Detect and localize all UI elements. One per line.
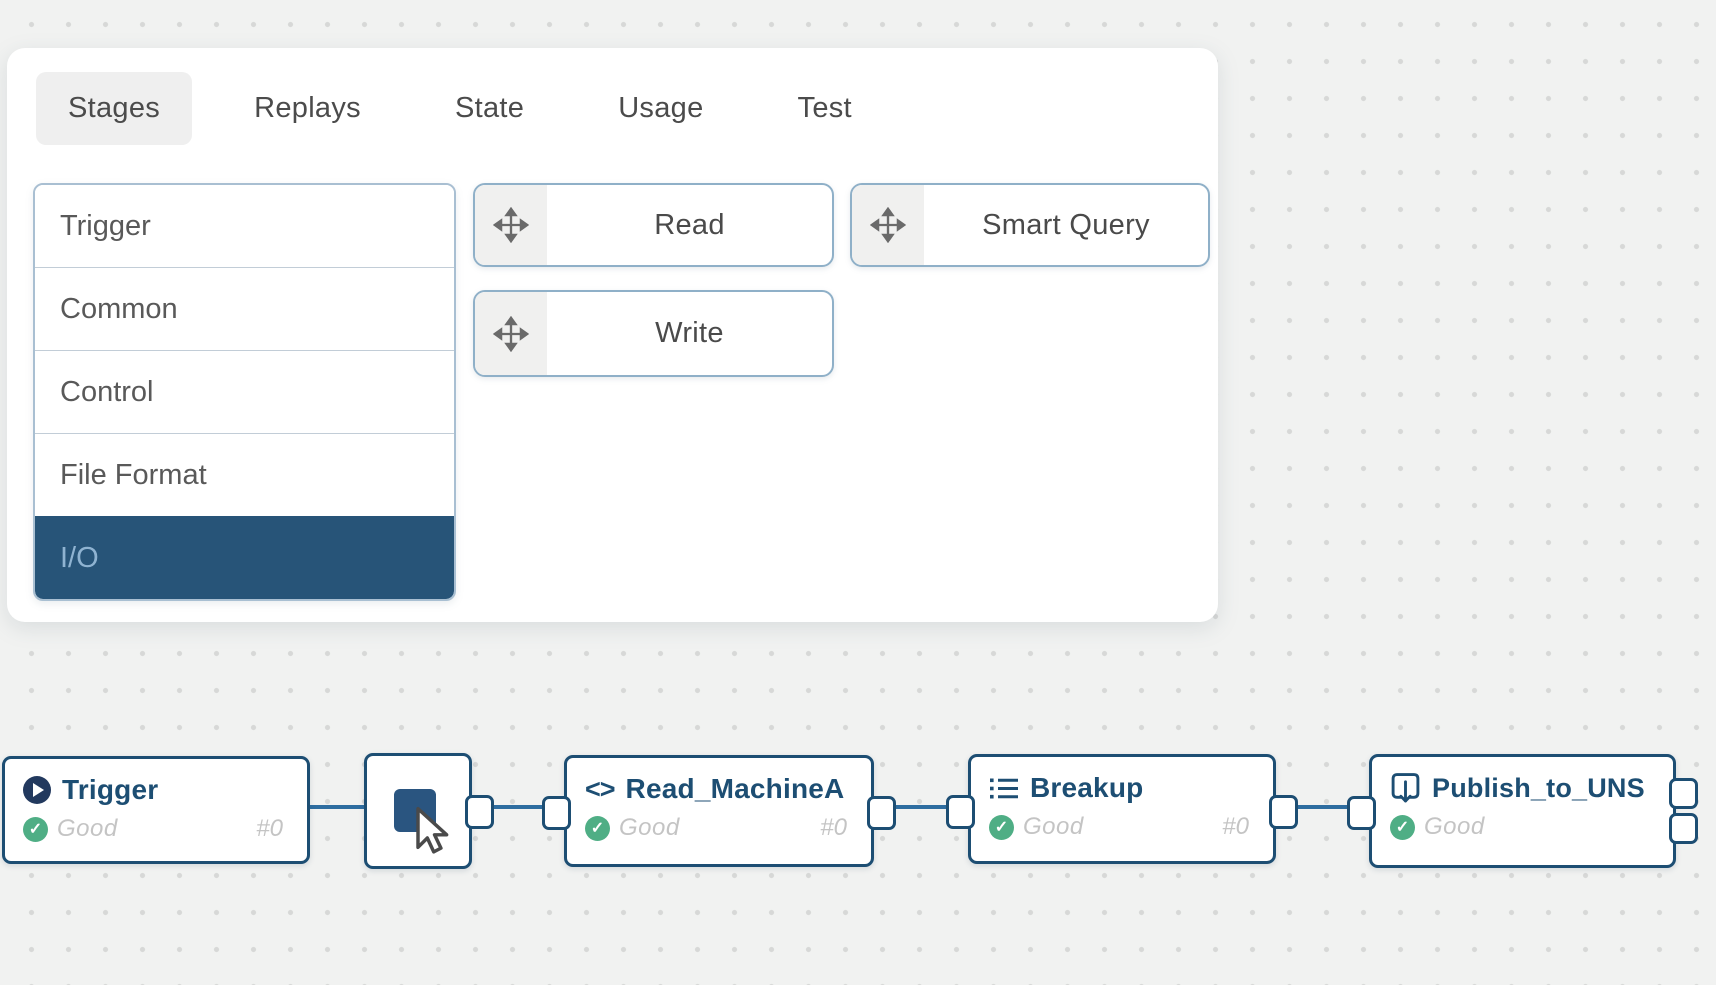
play-icon [23,776,51,804]
output-port[interactable] [1269,795,1298,829]
node-status: Good [57,815,118,842]
input-port[interactable] [542,796,571,830]
node-title: Read_MachineA [625,773,845,804]
status-good-icon: ✓ [23,816,48,842]
stage-label: Write [655,317,724,349]
category-file-format[interactable]: File Format [35,433,454,516]
node-read-machinea[interactable]: <> Read_MachineA ✓ Good #0 [542,755,896,867]
node-count: #0 [1222,813,1249,840]
drag-handle[interactable] [852,185,924,265]
cursor-icon [416,806,449,854]
node-breakup[interactable]: Breakup ✓ Good #0 [946,754,1298,864]
tab-state[interactable]: State [454,92,525,124]
node-publish-to-uns[interactable]: Publish_to_UNS ✓ Good [1347,754,1698,868]
stage-smart-query[interactable]: Smart Query [850,183,1210,267]
category-control[interactable]: Control [35,350,454,433]
stage-label: Smart Query [982,208,1150,241]
list-icon [990,778,1018,798]
status-good-icon: ✓ [1390,814,1415,840]
stage-library-panel: Stages Replays State Usage Test Trigger … [7,48,1218,622]
node-count: #0 [256,815,283,842]
node-status: Good [1424,813,1485,840]
tab-test[interactable]: Test [797,92,852,124]
input-port[interactable] [1347,796,1376,830]
wire[interactable] [886,805,950,809]
stage-read[interactable]: Read [473,183,834,267]
code-icon: <> [585,773,616,804]
status-good-icon: ✓ [989,814,1014,840]
node-trigger[interactable]: Trigger ✓ Good #0 [2,756,310,864]
output-port[interactable] [867,796,896,830]
tab-stages[interactable]: Stages [36,72,193,145]
stage-write[interactable]: Write [473,290,834,377]
node-title: Breakup [1030,772,1144,803]
output-port-bottom[interactable] [1669,813,1698,844]
node-status: Good [1023,813,1084,840]
move-icon [493,207,529,243]
input-port[interactable] [946,795,975,829]
wire[interactable] [1288,805,1354,809]
category-trigger[interactable]: Trigger [35,185,454,267]
drag-handle[interactable] [475,292,547,375]
tab-replays[interactable]: Replays [254,92,361,124]
node-cursor-placeholder[interactable] [364,753,494,869]
move-icon [870,207,906,243]
status-good-icon: ✓ [585,815,610,841]
stage-label: Read [654,208,725,241]
publish-icon [1391,773,1420,803]
category-list: Trigger Common Control File Format I/O [33,183,456,601]
tab-usage[interactable]: Usage [618,92,704,124]
category-common[interactable]: Common [35,267,454,350]
category-io[interactable]: I/O [35,516,454,599]
output-port-top[interactable] [1669,778,1698,809]
node-count: #0 [820,814,847,841]
node-title: Publish_to_UNS [1432,772,1645,803]
drag-handle[interactable] [475,185,547,265]
move-icon [493,315,529,352]
node-title: Trigger [62,774,159,805]
wire[interactable] [304,805,366,809]
node-status: Good [619,814,680,841]
panel-tabs: Stages Replays State Usage Test [36,72,884,145]
wire[interactable] [484,805,546,809]
output-port[interactable] [465,795,494,829]
